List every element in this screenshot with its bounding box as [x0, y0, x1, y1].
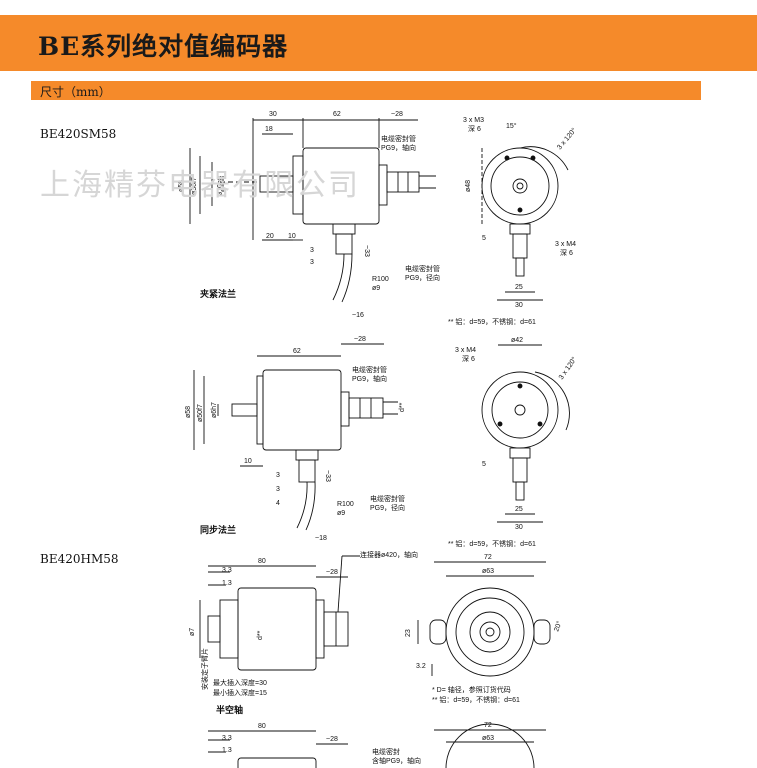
svg-text:3 x M3: 3 x M3: [463, 117, 484, 124]
svg-text:80: 80: [258, 723, 266, 730]
svg-text:3 x 120°: 3 x 120°: [555, 126, 578, 151]
svg-text:3: 3: [276, 472, 280, 479]
d1-cable-radial-2: PG9，径向: [405, 273, 440, 282]
drawing1-side-view: [189, 118, 436, 303]
svg-text:62: 62: [293, 348, 301, 355]
page-title: BE系列绝对值编码器: [38, 32, 289, 61]
d2-cable-axial-1: 电缆密封管: [352, 365, 387, 374]
svg-text:~28: ~28: [391, 111, 403, 118]
d3-connector: 连接器ø420，轴向: [360, 550, 418, 559]
svg-text:深 6: 深 6: [468, 124, 481, 133]
svg-text:3.3: 3.3: [222, 735, 232, 742]
svg-text:80: 80: [258, 558, 266, 565]
d1-cable-radial-1: 电缆密封管: [405, 264, 440, 273]
svg-text:~16: ~16: [352, 312, 364, 319]
svg-text:3.3: 3.3: [222, 567, 232, 574]
svg-text:5: 5: [482, 461, 486, 468]
svg-text:3 x M4: 3 x M4: [455, 347, 476, 354]
d2-cable-radial-2: PG9，径向: [370, 503, 405, 512]
d3-depth-max: 最大插入深度=30: [213, 678, 267, 687]
svg-text:3 x M4: 3 x M4: [555, 241, 576, 248]
drawing2-side-view: [193, 343, 398, 531]
svg-text:R100: R100: [337, 501, 354, 508]
svg-text:~33: ~33: [363, 245, 370, 257]
d2-cable-axial-2: PG9，轴向: [352, 374, 387, 383]
svg-text:深 6: 深 6: [560, 248, 573, 257]
svg-text:5: 5: [482, 235, 486, 242]
svg-text:20°: 20°: [552, 620, 563, 633]
svg-text:20: 20: [266, 233, 274, 240]
svg-text:18: 18: [265, 126, 273, 133]
svg-text:23: 23: [405, 629, 412, 637]
svg-text:3: 3: [276, 486, 280, 493]
d4-cable-1: 电缆密封: [372, 747, 400, 756]
drawing4-partial: [208, 723, 546, 768]
svg-text:ø9: ø9: [337, 510, 345, 517]
d2-note: ** 铝：d=59，不锈钢：d=61: [448, 539, 536, 548]
svg-text:ø36f7: ø36f7: [191, 177, 198, 195]
drawing1-front-view: [481, 146, 569, 301]
section-bar: [31, 81, 701, 100]
svg-text:ø63: ø63: [482, 735, 494, 742]
svg-text:3.2: 3.2: [416, 663, 426, 670]
svg-text:4: 4: [276, 500, 280, 507]
svg-text:1.3: 1.3: [222, 580, 232, 587]
svg-text:10: 10: [288, 233, 296, 240]
d1-note: ** 铝：d=59，不锈钢：d=61: [448, 317, 536, 326]
d1-cable-axial-2: PG9，轴向: [381, 143, 416, 152]
svg-text:ø42: ø42: [511, 337, 523, 344]
svg-text:ø9: ø9: [372, 285, 380, 292]
svg-text:62: 62: [333, 111, 341, 118]
d2-cable-radial-1: 电缆密封管: [370, 494, 405, 503]
svg-text:72: 72: [484, 554, 492, 561]
svg-text:30: 30: [269, 111, 277, 118]
svg-text:~33: ~33: [324, 470, 331, 482]
d3-depth-min: 最小插入深度=15: [213, 688, 267, 697]
d2-caption: 同步法兰: [200, 524, 236, 535]
svg-text:1.3: 1.3: [222, 747, 232, 754]
svg-text:~28: ~28: [354, 336, 366, 343]
d1-caption: 夹紧法兰: [200, 288, 236, 299]
svg-text:30: 30: [515, 524, 523, 531]
svg-text:~28: ~28: [326, 569, 338, 576]
svg-text:3: 3: [310, 259, 314, 266]
svg-text:d**: d**: [257, 630, 264, 640]
svg-text:R100: R100: [372, 276, 389, 283]
svg-text:~18: ~18: [315, 535, 327, 542]
d3-note1: * D= 轴径，参照订货代码: [432, 685, 511, 694]
svg-text:72: 72: [484, 722, 492, 729]
svg-text:ø50f7: ø50f7: [197, 404, 204, 422]
drawing2-front-view: [481, 344, 570, 523]
svg-text:30: 30: [515, 302, 523, 309]
svg-text:深 6: 深 6: [462, 354, 475, 363]
svg-text:25: 25: [515, 284, 523, 291]
d4-cable-2: 含轴PG9，轴向: [372, 756, 421, 765]
d3-caption: 半空轴: [216, 704, 243, 715]
drawing3-side-view: [199, 555, 360, 671]
svg-text:ø6h7: ø6h7: [211, 402, 218, 418]
d1-cable-axial-1: 电缆密封管: [381, 134, 416, 143]
section-label: 尺寸（mm）: [40, 85, 111, 99]
svg-text:ø58: ø58: [178, 180, 185, 192]
svg-text:15°: 15°: [506, 122, 517, 130]
svg-text:3: 3: [310, 247, 314, 254]
model-label-hm58: BE420HM58: [40, 552, 119, 566]
svg-text:3 x 120°: 3 x 120°: [557, 355, 578, 381]
svg-text:ø10h8: ø10h8: [217, 176, 224, 196]
svg-text:d**: d**: [399, 402, 406, 412]
svg-text:ø63: ø63: [482, 568, 494, 575]
d3-note2: ** 铝：d=59，不锈钢：d=61: [432, 695, 520, 704]
svg-text:10: 10: [244, 458, 252, 465]
svg-text:~28: ~28: [326, 736, 338, 743]
d3-side-label: 安装定子臂片: [200, 648, 209, 690]
title-banner: [0, 15, 757, 71]
svg-text:ø7: ø7: [189, 628, 196, 636]
drawing3-front-view: [417, 561, 551, 677]
model-label-sm58: BE420SM58: [40, 127, 117, 141]
svg-text:25: 25: [515, 506, 523, 513]
svg-text:ø58: ø58: [185, 406, 192, 418]
svg-text:ø48: ø48: [465, 180, 472, 192]
